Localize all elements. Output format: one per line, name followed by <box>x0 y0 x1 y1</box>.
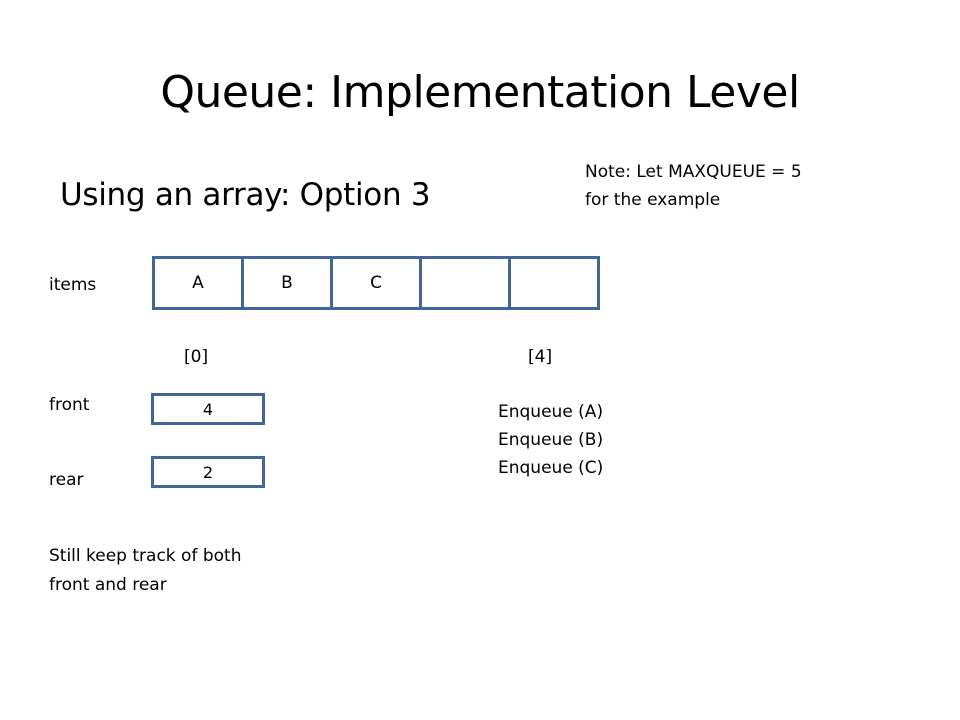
slide-subtitle: Using an array: Option 3 <box>60 177 431 213</box>
rear-label: rear <box>49 470 84 490</box>
note-line: Note: Let MAXQUEUE = 5 <box>585 162 802 182</box>
index-first-label: [0] <box>184 347 209 367</box>
array-cell-0: A <box>155 259 244 307</box>
items-label: items <box>49 275 97 295</box>
index-last-label: [4] <box>528 347 553 367</box>
footnote-line: Still keep track of both <box>49 546 242 566</box>
array-cell-2: C <box>333 259 422 307</box>
footnote-line: front and rear <box>49 575 167 595</box>
front-label: front <box>49 395 90 415</box>
items-array: A B C <box>152 256 600 310</box>
front-value-box: 4 <box>151 393 265 425</box>
array-cell-4 <box>511 259 597 307</box>
slide-title: Queue: Implementation Level <box>160 67 800 118</box>
operation-item: Enqueue (C) <box>498 458 604 478</box>
operation-item: Enqueue (B) <box>498 430 604 450</box>
front-value: 4 <box>202 399 214 419</box>
rear-value-box: 2 <box>151 456 265 488</box>
operations-list: Enqueue (A) Enqueue (B) Enqueue (C) <box>498 398 603 482</box>
array-cell-3 <box>422 259 511 307</box>
rear-value: 2 <box>202 462 214 482</box>
maxqueue-note: Note: Let MAXQUEUE = 5 for the example <box>585 158 802 214</box>
note-line: for the example <box>585 190 721 210</box>
array-cell-1: B <box>244 259 333 307</box>
footnote: Still keep track of both front and rear <box>49 542 241 600</box>
operation-item: Enqueue (A) <box>498 402 604 422</box>
